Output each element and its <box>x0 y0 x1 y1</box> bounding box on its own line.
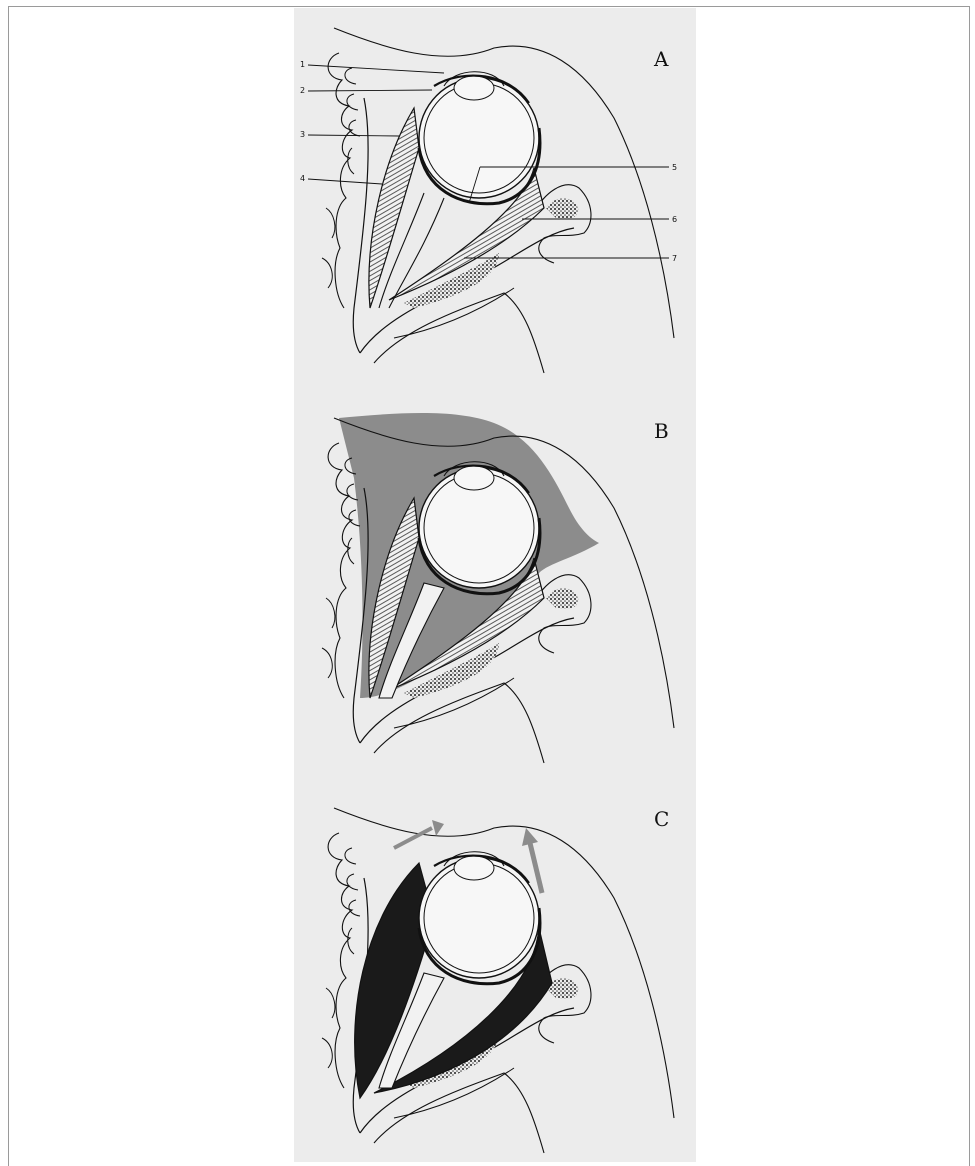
callout-5: 5 <box>672 163 677 172</box>
panel-a: 1 2 3 4 5 6 7 A <box>300 28 677 373</box>
panel-label-c: C <box>654 807 669 831</box>
panel-b: B <box>322 413 674 763</box>
panel-label-a: A <box>653 47 669 71</box>
callout-6: 6 <box>672 215 677 224</box>
callout-4: 4 <box>300 174 305 183</box>
proptosis-arrow-up-right <box>394 820 444 848</box>
panel-label-b: B <box>654 419 669 443</box>
panel-c: C <box>322 807 674 1153</box>
callout-1: 1 <box>300 60 305 69</box>
orbit-diagram: 1 2 3 4 5 6 7 A B C <box>294 8 696 1162</box>
callout-7: 7 <box>672 254 677 263</box>
callout-2: 2 <box>300 86 305 95</box>
callout-3: 3 <box>300 130 305 139</box>
orbit-figure: 1 2 3 4 5 6 7 A B C <box>294 8 696 1162</box>
medial-rectus-muscle <box>369 108 419 308</box>
